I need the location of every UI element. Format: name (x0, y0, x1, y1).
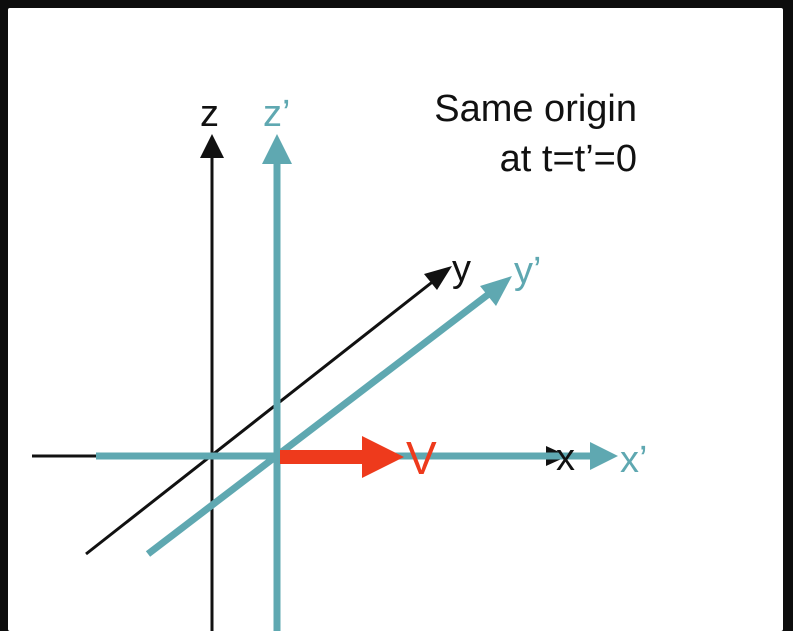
teal-y-arrowhead (480, 276, 512, 306)
label-z: z (200, 93, 219, 135)
label-x-prime: x’ (620, 439, 647, 481)
caption: Same origin at t=t’=0 (434, 84, 637, 184)
teal-z-arrowhead (262, 134, 292, 164)
teal-x-arrowhead (590, 442, 618, 470)
velocity-arrowhead (362, 436, 404, 478)
teal-y-axis (145, 287, 497, 557)
black-y-axis (85, 274, 441, 556)
caption-line-1: Same origin (434, 88, 637, 130)
label-velocity: V (406, 432, 437, 484)
black-z-arrowhead (200, 134, 224, 158)
black-y-arrowhead (424, 266, 452, 290)
label-y-prime: y’ (514, 250, 541, 292)
velocity-vector (280, 436, 404, 478)
label-y: y (452, 248, 471, 290)
label-x: x (556, 437, 575, 479)
unprimed-frame (32, 134, 568, 631)
slide-canvas (8, 8, 783, 631)
caption-line-2: at t=t’=0 (499, 138, 637, 180)
label-z-prime: z’ (263, 93, 290, 135)
primed-frame (96, 134, 618, 631)
